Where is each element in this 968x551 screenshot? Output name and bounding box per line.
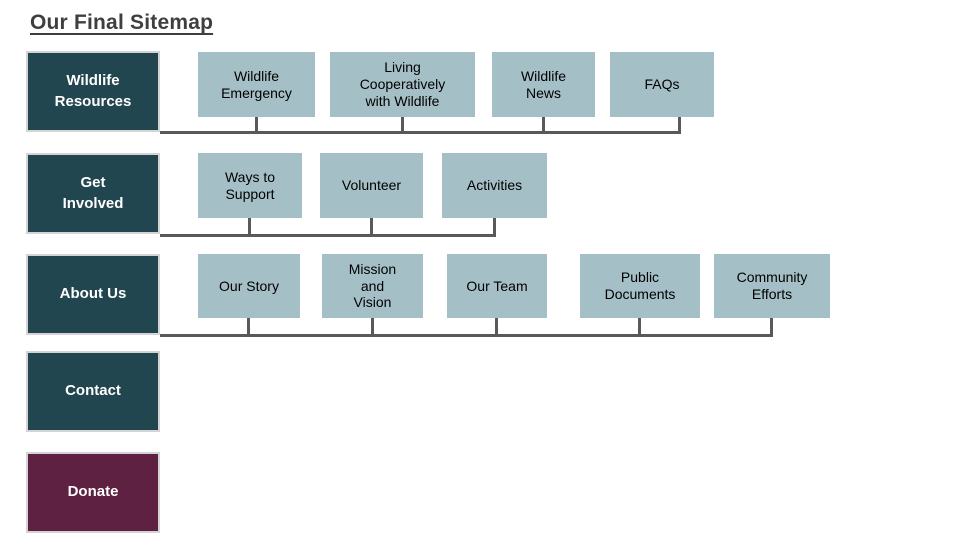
section-label: About Us <box>59 285 127 303</box>
page-label: Volunteer <box>341 177 402 194</box>
connector-row3-stub-4 <box>638 318 641 337</box>
page-label: Living Cooperatively with Wildlife <box>359 59 446 109</box>
section-label: Wildlife Resources <box>54 72 132 110</box>
section-get-involved[interactable]: Get Involved <box>26 153 160 234</box>
connector-row1-stub-2 <box>401 117 404 134</box>
page-title: Our Final Sitemap <box>30 11 214 34</box>
page-label: Wildlife Emergency <box>221 67 292 101</box>
page-our-team[interactable]: Our Team <box>447 254 547 318</box>
page-label: FAQs <box>644 76 680 93</box>
connector-row2-hline <box>160 234 496 237</box>
page-label: Our Team <box>466 277 528 294</box>
connector-row1-stub-1 <box>255 117 258 134</box>
connector-row3-hline <box>160 334 773 337</box>
connector-row3-stub-1 <box>247 318 250 337</box>
connector-row3-stub-3 <box>495 318 498 337</box>
page-label: Public Documents <box>604 269 676 302</box>
connector-row3-stub-5 <box>770 318 773 337</box>
page-faqs[interactable]: FAQs <box>610 52 714 117</box>
connector-row2-stub-3 <box>493 218 496 237</box>
section-contact[interactable]: Contact <box>26 351 160 432</box>
page-volunteer[interactable]: Volunteer <box>320 153 423 218</box>
connector-row1-stub-3 <box>542 117 545 134</box>
page-label: Mission and Vision <box>348 260 397 311</box>
section-about-us[interactable]: About Us <box>26 254 160 335</box>
section-label: Get Involved <box>62 174 124 212</box>
section-donate[interactable]: Donate <box>26 452 160 533</box>
connector-row2-stub-2 <box>370 218 373 237</box>
page-label: Activities <box>466 177 523 194</box>
page-activities[interactable]: Activities <box>442 153 547 218</box>
page-community-efforts[interactable]: Community Efforts <box>714 254 830 318</box>
connector-row1-stub-4 <box>678 117 681 134</box>
page-wildlife-news[interactable]: Wildlife News <box>492 52 595 117</box>
page-wildlife-emergency[interactable]: Wildlife Emergency <box>198 52 315 117</box>
connector-row2-stub-1 <box>248 218 251 237</box>
connector-row1-hline <box>160 131 681 134</box>
page-our-story[interactable]: Our Story <box>198 254 300 318</box>
page-label: Community Efforts <box>736 269 808 302</box>
section-label: Contact <box>65 382 121 400</box>
connector-row3-stub-2 <box>371 318 374 337</box>
page-label: Our Story <box>219 277 279 294</box>
section-label: Donate <box>67 483 119 501</box>
page-label: Wildlife News <box>520 67 567 101</box>
page-mission-and-vision[interactable]: Mission and Vision <box>322 254 423 318</box>
page-ways-to-support[interactable]: Ways to Support <box>198 153 302 218</box>
page-public-documents[interactable]: Public Documents <box>580 254 700 318</box>
page-living-cooperatively-with-wildlife[interactable]: Living Cooperatively with Wildlife <box>330 52 475 117</box>
section-wildlife-resources[interactable]: Wildlife Resources <box>26 51 160 132</box>
page-label: Ways to Support <box>224 168 276 202</box>
